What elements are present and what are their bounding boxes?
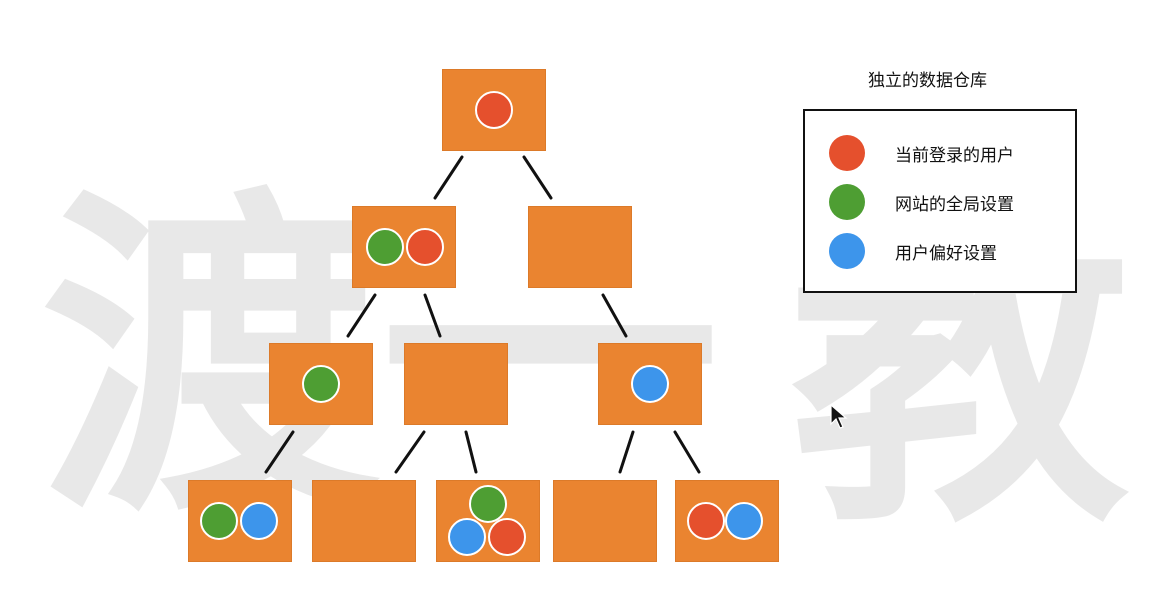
- edge-root-left: [433, 155, 464, 200]
- legend-label: 当前登录的用户: [895, 145, 1014, 166]
- tree-node-l2-c: [598, 343, 702, 425]
- edge-l1b-down: [601, 293, 628, 338]
- edge-l2b-right: [464, 430, 478, 474]
- tree-node-l2-b: [404, 343, 508, 425]
- blue-circle-icon: [829, 233, 865, 269]
- tree-node-l1-a: [352, 206, 456, 288]
- tree-node-l3-e: [675, 480, 779, 562]
- preference-dot-blue: [631, 365, 669, 403]
- legend-label: 用户偏好设置: [895, 243, 997, 264]
- user-dot-red: [687, 502, 725, 540]
- preference-dot-blue: [240, 502, 278, 540]
- tree-node-root: [442, 69, 546, 151]
- red-circle-icon: [829, 135, 865, 171]
- edge-l2a-left: [264, 430, 295, 474]
- global-settings-dot-green: [302, 365, 340, 403]
- green-circle-icon: [829, 184, 865, 220]
- legend-item-current-user: 当前登录的用户: [829, 135, 1014, 171]
- tree-node-l2-a: [269, 343, 373, 425]
- edge-l1a-right: [423, 293, 442, 338]
- user-dot-red: [475, 91, 513, 129]
- preference-dot-blue: [448, 518, 486, 556]
- edge-l2b-left: [394, 430, 426, 474]
- edge-l2c-right: [673, 430, 701, 474]
- tree-node-l3-d: [553, 480, 657, 562]
- tree-node-l3-c: [436, 480, 540, 562]
- legend-item-user-preferences: 用户偏好设置: [829, 233, 997, 269]
- preference-dot-blue: [725, 502, 763, 540]
- global-settings-dot-green: [200, 502, 238, 540]
- global-settings-dot-green: [469, 485, 507, 523]
- tree-node-l1-b: [528, 206, 632, 288]
- mouse-cursor-icon: [830, 404, 848, 429]
- legend-label: 网站的全局设置: [895, 194, 1014, 215]
- legend-box: 当前登录的用户 网站的全局设置 用户偏好设置: [803, 109, 1077, 293]
- user-dot-red: [488, 518, 526, 556]
- edge-l1a-left: [346, 293, 377, 338]
- global-settings-dot-green: [366, 228, 404, 266]
- edge-root-right: [522, 155, 553, 200]
- legend-item-global-settings: 网站的全局设置: [829, 184, 1014, 220]
- edge-l2c-left: [618, 430, 635, 474]
- tree-node-l3-a: [188, 480, 292, 562]
- tree-node-l3-b: [312, 480, 416, 562]
- user-dot-red: [406, 228, 444, 266]
- legend-title: 独立的数据仓库: [868, 71, 987, 91]
